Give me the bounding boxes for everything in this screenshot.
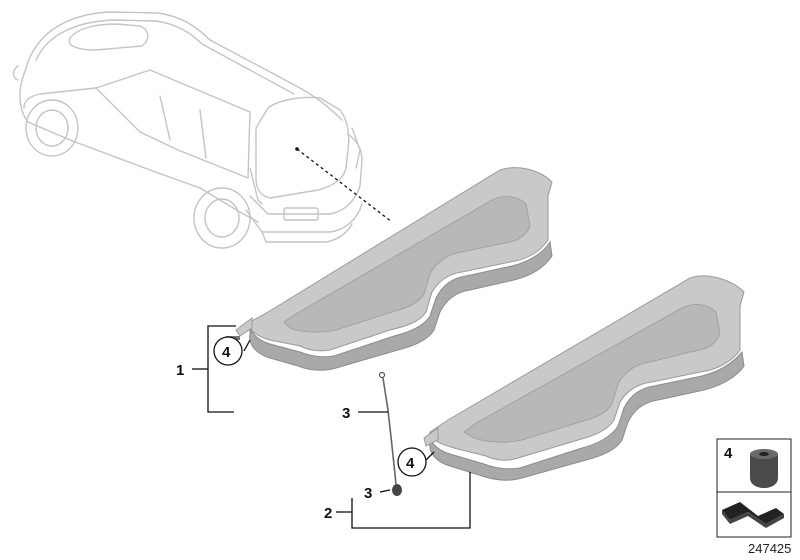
fastener-clip xyxy=(392,484,402,496)
legend-boxes: 4 xyxy=(716,438,792,538)
legend-item-4-label: 4 xyxy=(724,445,733,462)
fastener-cable xyxy=(378,371,402,496)
parcel-shelf-upper xyxy=(226,167,553,371)
callout-item-4-lower: 4 xyxy=(406,455,415,472)
callout-item-3-lower: 3 xyxy=(364,485,372,502)
grommet-icon xyxy=(750,449,778,488)
parts-set-icon xyxy=(722,502,784,528)
callout-labels: 1 4 3 4 3 2 xyxy=(176,336,427,522)
location-leader xyxy=(296,148,393,223)
callout-circle-4-lower xyxy=(397,447,427,477)
callout-item-4-upper: 4 xyxy=(222,344,231,361)
callout-item-2: 2 xyxy=(324,505,332,522)
vehicle-outline xyxy=(12,11,363,249)
callout-leaders xyxy=(192,325,471,529)
reference-number: 247425 xyxy=(748,541,791,556)
callout-circle-4-upper xyxy=(213,336,243,366)
callout-item-1: 1 xyxy=(176,362,184,379)
parcel-shelf-lower xyxy=(423,275,745,481)
callout-item-3-upper: 3 xyxy=(342,405,350,422)
